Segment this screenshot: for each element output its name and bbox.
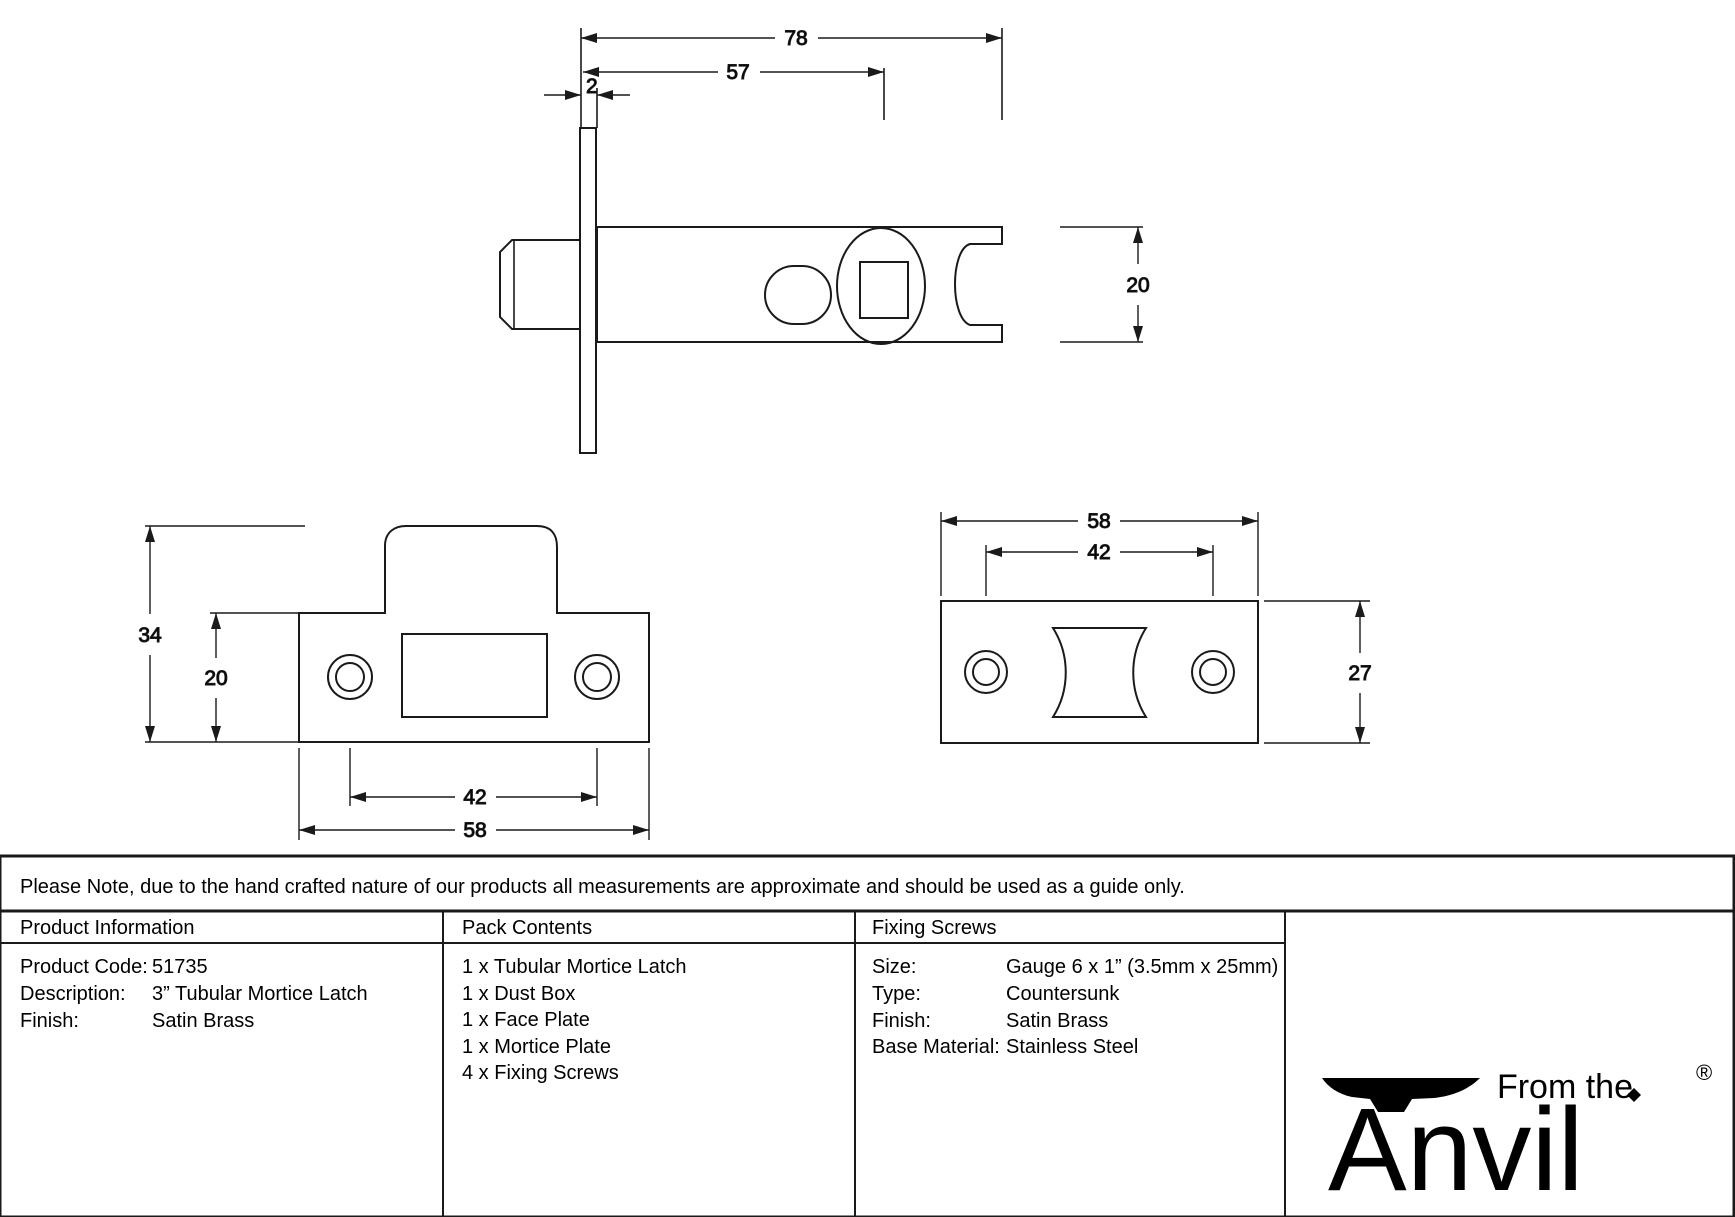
dimension-27: 27: [1348, 601, 1372, 743]
product-info-label-0: Product Code:: [20, 956, 148, 978]
product-info-value-0: 51735: [152, 956, 208, 978]
dimension-20-side: 20: [1060, 226, 1150, 343]
fixing-screws-value-0: Gauge 6 x 1” (3.5mm x 25mm): [1006, 956, 1278, 978]
dimension-label-20-plate: 20: [204, 667, 227, 690]
product-info-value-2: Satin Brass: [152, 1010, 254, 1032]
fixing-hole: [764, 265, 832, 325]
dimension-58-plate: 58: [299, 819, 649, 843]
dimension-label-42-plate: 42: [463, 786, 486, 809]
mortice-screw-hole-right-inner: [1199, 658, 1227, 686]
mortice-screw-hole-right-outer: [1191, 650, 1235, 694]
fixing-screws-label-3: Base Material:: [872, 1036, 1000, 1058]
dimension-label-58-mortice: 58: [1087, 510, 1110, 533]
registered-mark: ®: [1696, 1060, 1712, 1085]
side-view-group: 78 57 2: [499, 27, 1150, 454]
header-pack-contents: Pack Contents: [462, 917, 592, 939]
pack-contents-item-2: 1 x Face Plate: [462, 1009, 590, 1031]
screw-hole-right-inner: [582, 662, 612, 692]
mortice-screw-hole-left-inner: [972, 658, 1000, 686]
dimension-34: 34: [138, 526, 162, 742]
fixing-screws-value-2: Satin Brass: [1006, 1010, 1108, 1032]
screw-hole-right-outer: [574, 654, 620, 700]
pack-contents-item-1: 1 x Dust Box: [462, 983, 575, 1005]
fixing-screws-label-1: Type:: [872, 983, 921, 1005]
spindle-boss: [836, 227, 926, 345]
logo-brand-text: Anvil: [1328, 1084, 1584, 1216]
from-the-anvil-logo: Anvil From the ®: [1322, 1060, 1712, 1216]
mortice-plate-view-group: 58 42 27: [940, 510, 1372, 744]
pack-contents-item-0: 1 x Tubular Mortice Latch: [462, 956, 687, 978]
dimension-2: 2: [544, 75, 630, 100]
fixing-screws-label-0: Size:: [872, 956, 916, 978]
pack-contents-item-4: 4 x Fixing Screws: [462, 1062, 619, 1084]
dimension-42-mortice: 42: [986, 541, 1213, 565]
dimension-label-2: 2: [586, 75, 598, 98]
dimension-label-27: 27: [1348, 662, 1371, 685]
screw-hole-left-outer: [327, 654, 373, 700]
spindle-hole-square: [859, 261, 909, 319]
mortice-screw-hole-left-outer: [964, 650, 1008, 694]
dimension-78: 78: [581, 27, 1002, 51]
mortice-plate-aperture: [1051, 627, 1148, 718]
dimension-label-34: 34: [138, 624, 162, 647]
face-plate-view-group: 34 20 42 58: [138, 525, 650, 843]
approximation-note: Please Note, due to the hand crafted nat…: [20, 876, 1185, 898]
dimension-57: 57: [583, 61, 884, 85]
face-plate-aperture: [401, 633, 548, 718]
header-product-information: Product Information: [20, 917, 195, 939]
diamond-icon: [1627, 1088, 1641, 1102]
product-info-value-1: 3” Tubular Mortice Latch: [152, 983, 368, 1005]
screw-hole-left-inner: [335, 662, 365, 692]
face-plate-edge: [579, 127, 597, 454]
fixing-screws-value-3: Stainless Steel: [1006, 1036, 1138, 1058]
logo-tagline-text: From the: [1497, 1068, 1633, 1106]
dimension-label-42-mortice: 42: [1087, 541, 1110, 564]
latch-bolt: [499, 239, 580, 330]
dimension-58-mortice: 58: [941, 510, 1258, 534]
fixing-screws-value-1: Countersunk: [1006, 983, 1120, 1005]
product-info-label-2: Finish:: [20, 1010, 79, 1032]
face-plate-outline: [298, 525, 650, 743]
dimension-20-plate: 20: [204, 613, 228, 742]
dimension-label-58-plate: 58: [463, 819, 486, 842]
dimension-label-57: 57: [726, 61, 749, 84]
pack-contents-item-3: 1 x Mortice Plate: [462, 1036, 611, 1058]
header-fixing-screws: Fixing Screws: [872, 917, 996, 939]
latch-case-outline: [596, 226, 1003, 343]
fixing-screws-label-2: Finish:: [872, 1010, 931, 1032]
information-table: Please Note, due to the hand crafted nat…: [0, 854, 1735, 1217]
dimension-label-20-side: 20: [1126, 274, 1149, 297]
dimension-label-78: 78: [784, 27, 807, 50]
dimension-42-plate: 42: [350, 786, 597, 810]
anvil-icon: [1322, 1078, 1480, 1112]
mortice-plate-outline: [940, 600, 1259, 744]
product-info-label-1: Description:: [20, 983, 126, 1005]
